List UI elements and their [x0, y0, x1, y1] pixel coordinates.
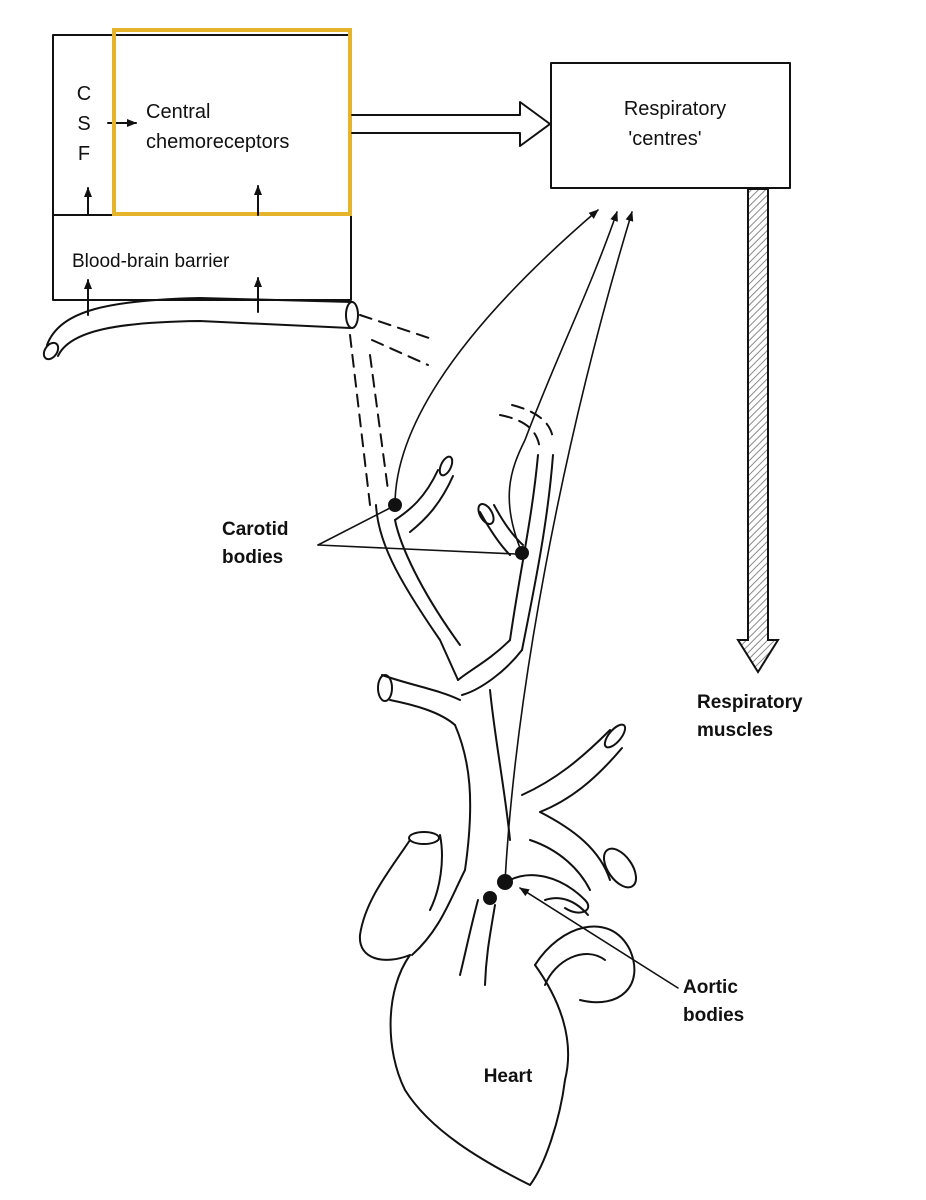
central-to-centres-hollow-arrow [351, 101, 551, 147]
aortic-label-line1: Aortic [683, 977, 738, 998]
csf-letter-f: F [78, 143, 90, 165]
centres-to-muscles-arrow [736, 188, 780, 674]
aortic-label-line2: bodies [683, 1005, 744, 1026]
carotid-leader-right [317, 544, 517, 555]
blood-brain-barrier-label: Blood-brain barrier [72, 251, 230, 272]
carotid-leader-left [317, 507, 391, 546]
dashed-vessel-continuations [349, 314, 554, 506]
aortic-body-lower [483, 891, 497, 905]
afferent-nerve-arrows [394, 209, 634, 883]
aortic-leader-arrow [519, 887, 679, 989]
heart-shape [389, 869, 636, 1186]
resp-centres-line2: 'centres' [628, 128, 701, 150]
carotid-label-line2: bodies [222, 547, 283, 568]
central-label-line1: Central [146, 101, 210, 123]
carotid-label-line1: Carotid [222, 519, 289, 540]
resp-muscles-line2: muscles [697, 720, 773, 741]
arterial-tree [358, 454, 637, 961]
central-chemoreceptors-box: Central chemoreceptors [112, 28, 352, 216]
csf-letter-c: C [77, 83, 91, 105]
csf-letter-s: S [77, 113, 90, 135]
respiratory-centres-box: Respiratory 'centres' [550, 62, 791, 189]
central-label-line2: chemoreceptors [146, 131, 289, 153]
highlight-frame [112, 28, 352, 216]
resp-muscles-line1: Respiratory [697, 692, 803, 713]
resp-centres-line1: Respiratory [624, 98, 726, 120]
cerebral-blood-vessel [42, 297, 359, 361]
heart-label: Heart [484, 1066, 533, 1087]
